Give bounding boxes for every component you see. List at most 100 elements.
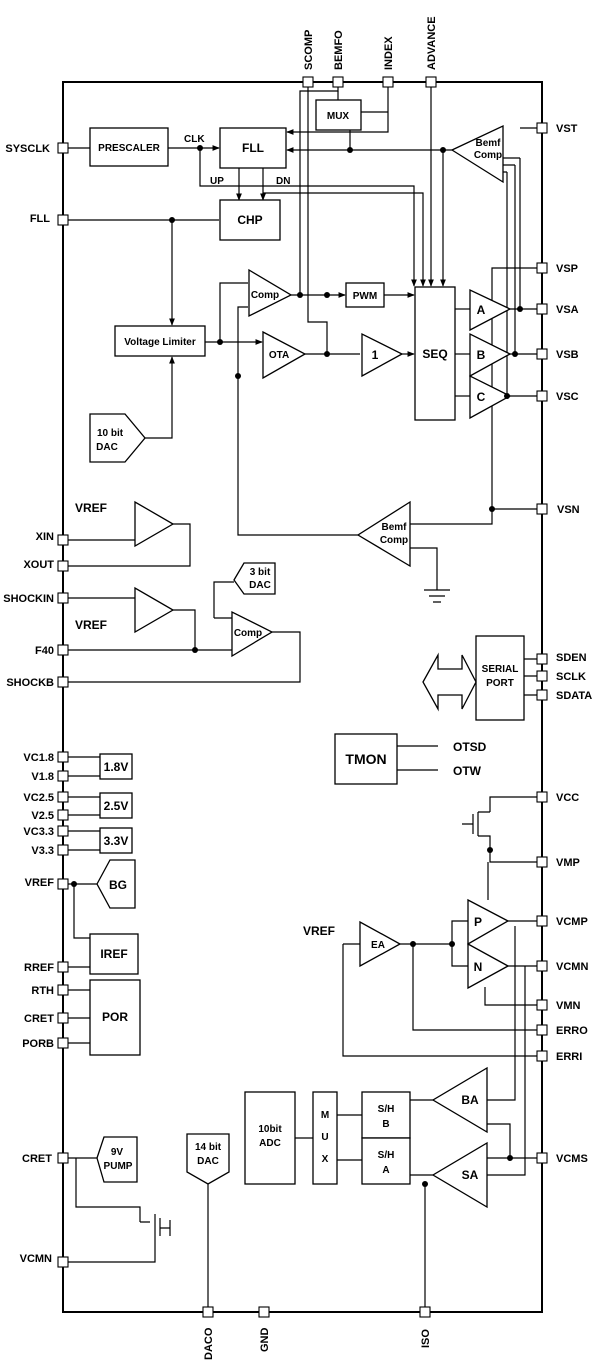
pad-vmn[interactable] xyxy=(536,999,548,1011)
pad-vcc[interactable] xyxy=(536,791,548,803)
pad-gnd[interactable] xyxy=(258,1306,270,1318)
pin-label-fll: FLL xyxy=(30,213,50,225)
middle-wiring xyxy=(63,523,438,771)
pad-vcmn-left[interactable] xyxy=(57,1256,69,1268)
pad-index[interactable] xyxy=(382,76,394,88)
pad-shockin[interactable] xyxy=(57,592,69,604)
pad-scomp[interactable] xyxy=(302,76,314,88)
tmon-label: TMON xyxy=(345,751,386,767)
pin-label-vsp: VSP xyxy=(556,263,578,275)
pin-label-sden: SDEN xyxy=(556,652,587,664)
pad-advance[interactable] xyxy=(425,76,437,88)
pad-vst[interactable] xyxy=(536,122,548,134)
pad-f40[interactable] xyxy=(57,644,69,656)
seq-label: SEQ xyxy=(422,347,447,361)
pad-vsc[interactable] xyxy=(536,390,548,402)
driver-a-label: A xyxy=(477,303,486,317)
pad-vsa[interactable] xyxy=(536,303,548,315)
serial-port-block xyxy=(475,635,525,721)
iref-block xyxy=(89,933,139,975)
pad-vsb[interactable] xyxy=(536,348,548,360)
dac-3bit-label-2: DAC xyxy=(249,580,271,591)
pin-label-erri: ERRI xyxy=(556,1051,582,1063)
pad-v18[interactable] xyxy=(57,770,69,782)
pad-vc33[interactable] xyxy=(57,825,69,837)
pin-label-erro: ERRO xyxy=(556,1025,588,1037)
pad-cret-bottom[interactable] xyxy=(57,1152,69,1164)
pin-label-vsa: VSA xyxy=(556,304,579,316)
driver-a-amplifier xyxy=(469,288,512,332)
bemf-comp-lower-amplifier xyxy=(356,500,411,568)
pin-label-xout: XOUT xyxy=(23,559,54,571)
serial-port-label-2: PORT xyxy=(486,678,514,689)
reg-3v3-label: 3.3V xyxy=(104,834,129,848)
pad-erri[interactable] xyxy=(536,1050,548,1062)
pad-iso[interactable] xyxy=(419,1306,431,1318)
pad-v25[interactable] xyxy=(57,809,69,821)
pad-daco[interactable] xyxy=(202,1306,214,1318)
pad-erro[interactable] xyxy=(536,1024,548,1036)
pin-label-cret-top: CRET xyxy=(24,1013,54,1025)
chip-outline xyxy=(62,81,543,1313)
pwm-block xyxy=(345,282,385,308)
pad-sdata[interactable] xyxy=(536,689,548,701)
pad-bemfo[interactable] xyxy=(332,76,344,88)
pad-vsp[interactable] xyxy=(536,262,548,274)
reg-3v3-block xyxy=(99,827,133,854)
comp-amplifier xyxy=(248,268,293,318)
voltage-limiter-block xyxy=(114,325,206,357)
vref-label-xin: VREF xyxy=(75,501,107,515)
pad-vcms[interactable] xyxy=(536,1152,548,1164)
pin-label-vcms: VCMS xyxy=(556,1153,588,1165)
pin-label-vst: VST xyxy=(556,123,578,135)
bemf-comp-top-label-2: Comp xyxy=(474,150,502,161)
pad-fll[interactable] xyxy=(57,214,69,226)
otw-label: OTW xyxy=(453,764,482,778)
pad-porb[interactable] xyxy=(57,1037,69,1049)
bemf-comp-lower-label-1: Bemf xyxy=(381,522,407,533)
pad-shockb[interactable] xyxy=(57,676,69,688)
pad-sden[interactable] xyxy=(536,653,548,665)
pin-label-xin: XIN xyxy=(36,531,54,543)
pin-label-vmn: VMN xyxy=(556,1000,581,1012)
adc-10bit-block xyxy=(244,1091,296,1185)
pad-vcmp[interactable] xyxy=(536,915,548,927)
pad-v33[interactable] xyxy=(57,844,69,856)
pad-vc25[interactable] xyxy=(57,791,69,803)
pin-label-vmp: VMP xyxy=(556,857,580,869)
comp-shock-amplifier xyxy=(231,610,274,658)
pin-label-scomp: SCOMP xyxy=(303,30,315,70)
driver-b-label: B xyxy=(477,348,486,362)
por-label: POR xyxy=(102,1010,128,1024)
pad-sclk[interactable] xyxy=(536,670,548,682)
pad-vref[interactable] xyxy=(57,878,69,890)
pin-label-index: INDEX xyxy=(383,36,395,70)
pad-vsn[interactable] xyxy=(536,503,548,515)
ea-label: EA xyxy=(371,940,385,951)
lower-right-wiring xyxy=(295,796,542,1312)
pin-label-advance: ADVANCE xyxy=(426,16,438,70)
pad-xout[interactable] xyxy=(57,560,69,572)
pad-rref[interactable] xyxy=(57,961,69,973)
otsd-label: OTSD xyxy=(453,740,487,754)
pad-rth[interactable] xyxy=(57,984,69,996)
driver-c-amplifier xyxy=(469,374,512,420)
pad-sysclk[interactable] xyxy=(57,142,69,154)
fll-block xyxy=(219,127,287,169)
pin-label-vcmn-left: VCMN xyxy=(20,1253,52,1265)
pin-label-vcmn-right: VCMN xyxy=(556,961,588,973)
sh-a-label-2: A xyxy=(382,1165,389,1176)
pad-cret-top[interactable] xyxy=(57,1012,69,1024)
sh-b-label-1: S/H xyxy=(378,1104,395,1115)
reg-2v5-label: 2.5V xyxy=(104,799,129,813)
pin-label-rth: RTH xyxy=(31,985,54,997)
pin-label-vref: VREF xyxy=(25,877,55,889)
iref-label: IREF xyxy=(100,947,127,961)
pad-vcmn-right[interactable] xyxy=(536,960,548,972)
pad-xin[interactable] xyxy=(57,534,69,546)
pad-vc18[interactable] xyxy=(57,751,69,763)
pin-label-bemfo: BEMFO xyxy=(333,30,345,70)
n-amplifier xyxy=(467,942,510,990)
pad-vmp[interactable] xyxy=(536,856,548,868)
pin-label-sysclk: SYSCLK xyxy=(5,143,50,155)
